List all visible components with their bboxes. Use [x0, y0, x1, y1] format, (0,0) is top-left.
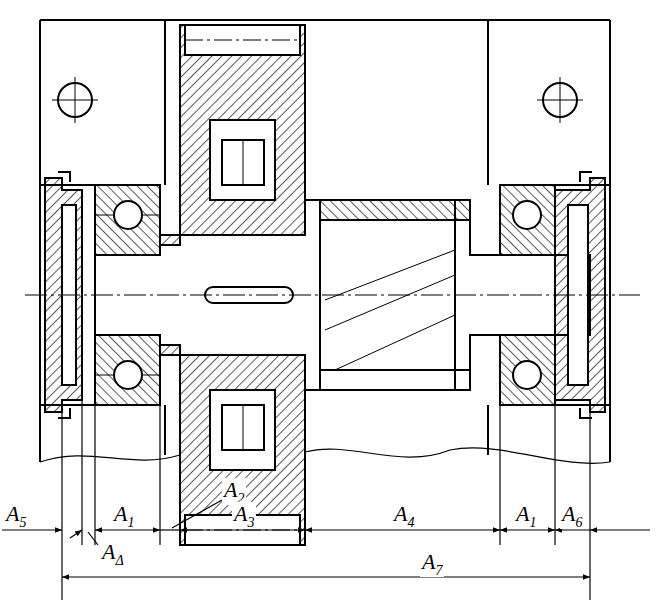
dimension-label: A7 [420, 550, 444, 577]
dimension-label: A5 [4, 502, 28, 529]
dimension-label: A1 [112, 502, 136, 529]
dimension-label: A2 [222, 478, 246, 505]
dimension-label: A1 [514, 502, 538, 529]
dimension-label: AΔ [100, 540, 126, 567]
dimension-label: A3 [232, 502, 256, 529]
dimension-label: A4 [392, 502, 416, 529]
dimension-label: A6 [560, 502, 584, 529]
